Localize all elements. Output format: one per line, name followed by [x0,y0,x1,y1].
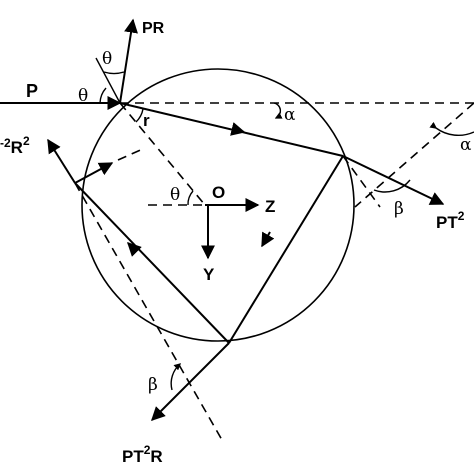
label-theta-o: θ [170,185,180,205]
theta-arc-o [187,190,194,206]
refracted-ray-1 [119,102,344,157]
alpha-arc-inner [273,102,283,119]
ray-3-arrow [127,242,142,257]
reflected-ray-pr [119,18,138,104]
label-alpha-inner: α [284,105,296,125]
internal-ray-3 [74,182,230,344]
alpha-reference-dashed [354,102,474,208]
lower-dashed-line [74,182,223,441]
alpha-arc-right [429,121,474,137]
label-p: P [26,81,38,101]
label-pt2r: PT2R [122,443,163,466]
beta-arc-right [373,179,411,193]
label-alpha-right: α [460,135,472,155]
normal-dashed [119,102,206,206]
transmitted-ray-pt2r [151,342,230,421]
droplet-circle [81,68,355,342]
label-pr: PR [142,20,165,37]
label-beta-right: β [394,199,404,219]
r-arc [135,108,144,123]
normal-line [95,57,121,104]
internal-ray-2 [228,155,344,344]
label-beta-bottom: β [148,375,158,395]
label-theta-p: θ [78,86,88,106]
label-theta-top: θ [102,49,112,69]
right-exit-dashed [342,155,381,208]
theta-arc-top [103,71,125,75]
ray-1-arrow [230,122,246,136]
ray-2-arrow [261,231,275,248]
left-inner-dashed [117,147,146,161]
transmitted-ray-pt2r2 [47,138,76,184]
label-o: O [212,183,225,202]
left-inner-ray [74,162,114,184]
label-z: Z [265,197,275,216]
label-r: r [143,111,150,130]
beta-arc-bottom [170,363,182,391]
label-pt2: PT2 [436,209,465,232]
label-pt2r2: -2R2 [0,134,30,157]
theta-arc-p [99,87,107,104]
label-y: Y [203,265,215,284]
transmitted-ray-pt2 [342,155,445,205]
